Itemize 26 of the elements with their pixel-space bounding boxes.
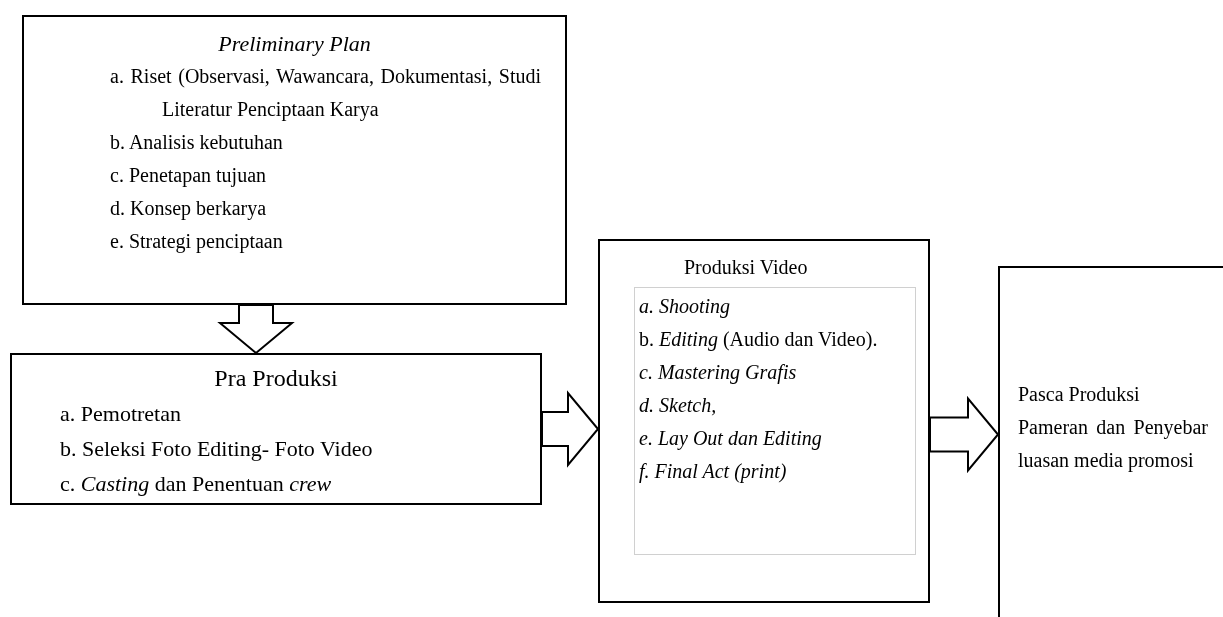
- list-item: a. Shooting: [639, 294, 732, 320]
- box-heading: Preliminary Plan: [217, 30, 372, 58]
- block-arrow: [929, 395, 1000, 474]
- list-item: e. Strategi penciptaan: [110, 229, 284, 255]
- list-box: [634, 287, 916, 555]
- block-arrow: [217, 304, 295, 355]
- list-item: e. Lay Out dan Editing: [639, 426, 823, 452]
- list-item: b. Editing (Audio dan Video).: [639, 327, 879, 353]
- list-item: b. Seleksi Foto Editing- Foto Video: [60, 435, 374, 463]
- list-item: c. Penetapan tujuan: [110, 163, 268, 189]
- box-heading: Produksi Video: [684, 255, 809, 280]
- list-item: d. Sketch,: [639, 393, 718, 418]
- box-heading: Pasca Produksi: [1018, 382, 1141, 407]
- list-item: c. Casting dan Penentuan crew: [60, 470, 333, 498]
- list-item: b. Analisis kebutuhan: [110, 130, 284, 155]
- process-box: [10, 353, 542, 505]
- block-arrow: [541, 390, 600, 468]
- process-box: [998, 266, 1223, 617]
- process-box: [598, 239, 930, 603]
- list-item: c. Mastering Grafis: [639, 360, 798, 386]
- process-box: [22, 15, 567, 305]
- box-heading: Pra Produksi: [213, 364, 339, 393]
- list-item: d. Konsep berkarya: [110, 196, 268, 222]
- list-item: Pameran dan Penyebar luasan media promosi: [1018, 415, 1208, 474]
- list-item: f. Final Act (print): [639, 459, 788, 485]
- list-item: a. Pemotretan: [60, 400, 182, 428]
